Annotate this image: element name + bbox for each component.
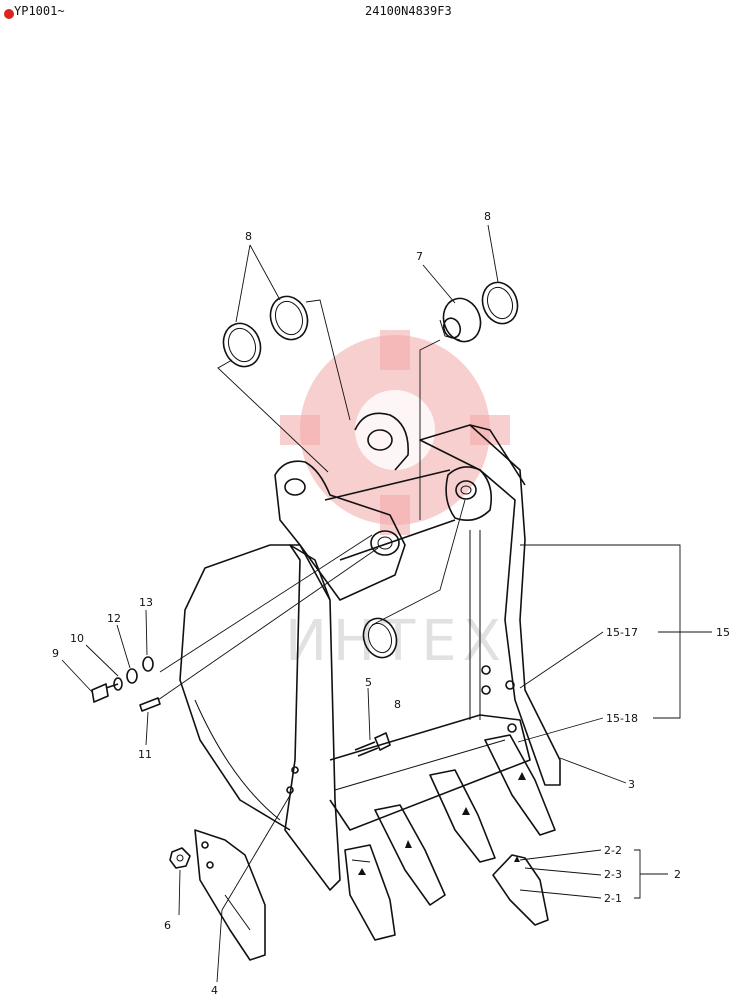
- callout-2-1: 2-1: [604, 892, 622, 905]
- callout-11: 11: [138, 748, 152, 761]
- callout-5: 5: [365, 676, 372, 689]
- callout-2: 2: [674, 868, 681, 881]
- bucket-teeth: [344, 734, 556, 941]
- o-ring-right: [481, 281, 519, 325]
- side-cutter: [194, 829, 266, 961]
- callout-15-17: 15-17: [606, 626, 638, 639]
- callout-10: 10: [70, 632, 84, 645]
- callout-12: 12: [107, 612, 121, 625]
- callout-8-lower: 8: [394, 698, 401, 711]
- callout-8-right: 8: [484, 210, 491, 223]
- callout-2-2: 2-2: [604, 844, 622, 857]
- bolt: [354, 732, 391, 757]
- o-ring-left-2: [269, 295, 309, 341]
- callout-4: 4: [211, 984, 218, 997]
- callout-7: 7: [416, 250, 423, 263]
- leader-lines: [61, 224, 712, 983]
- callout-6: 6: [164, 919, 171, 932]
- badge-icon: [4, 6, 16, 20]
- callout-3: 3: [628, 778, 635, 791]
- callout-8-left: 8: [245, 230, 252, 243]
- callout-9: 9: [52, 647, 59, 660]
- bucket-body: [179, 412, 561, 891]
- callout-2-3: 2-3: [604, 868, 622, 881]
- callout-15: 15: [716, 626, 730, 639]
- tooth-assembly: [492, 854, 549, 926]
- watermark-gear-icon: [280, 330, 510, 535]
- drawing-number: 24100N4839F3: [365, 4, 452, 18]
- callout-15-18: 15-18: [606, 712, 638, 725]
- model-range-label: YP1001~: [14, 4, 65, 18]
- fastener-set: [91, 656, 161, 712]
- watermark-text: ИНТЕХ: [285, 609, 507, 674]
- callout-13: 13: [139, 596, 153, 609]
- bushing: [439, 297, 482, 343]
- o-ring-left-1: [222, 322, 262, 368]
- nut: [169, 847, 191, 869]
